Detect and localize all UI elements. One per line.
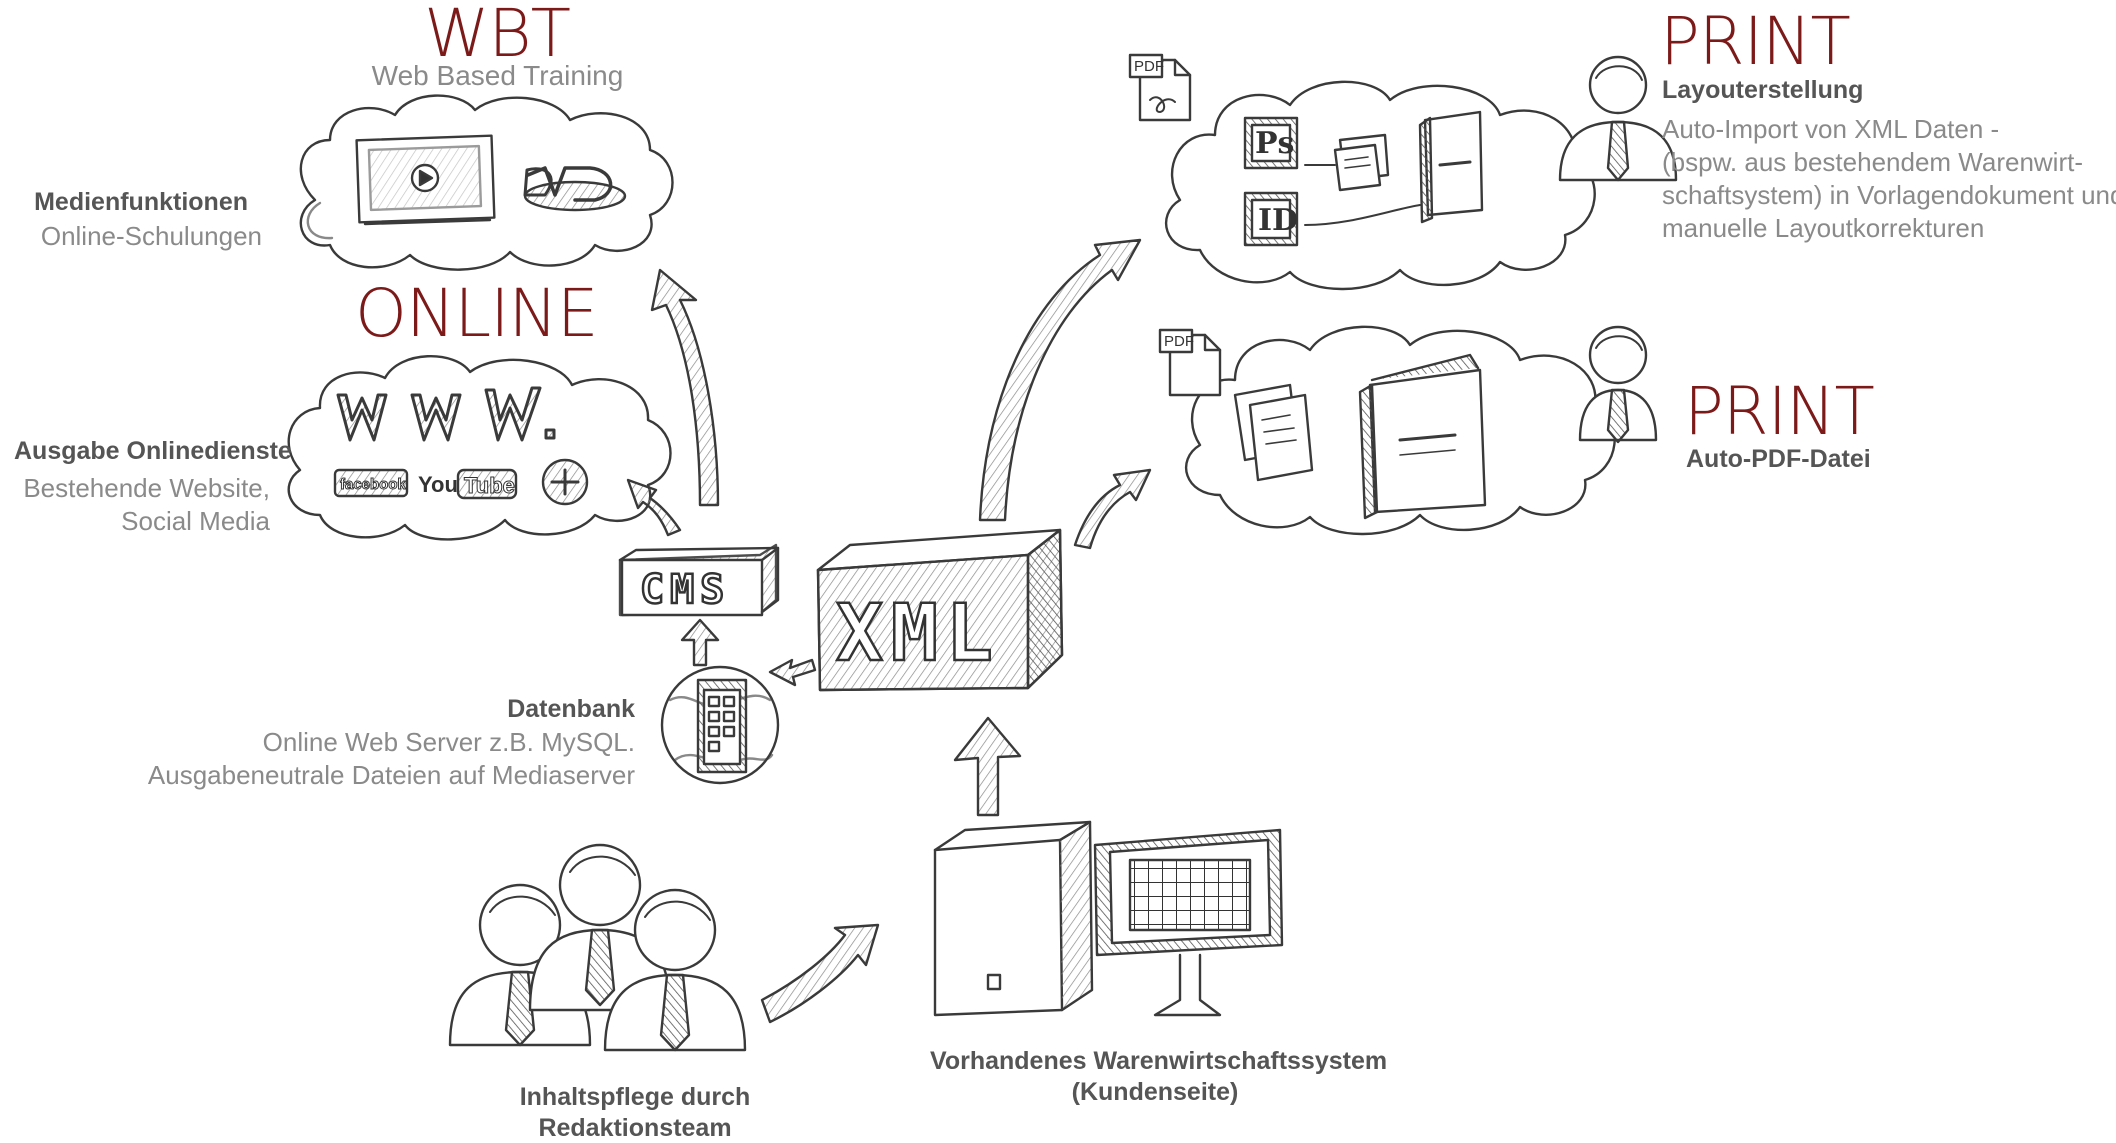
person-icon-print2: [1578, 325, 1658, 444]
video-player-icon: [355, 134, 496, 226]
arrow-team-to-system: [760, 923, 880, 1024]
online-title: ONLINE: [355, 275, 599, 352]
print2-title: PRINT: [1684, 373, 1875, 450]
datenbank-label: Datenbank: [507, 695, 635, 723]
print1-desc-1: Auto-Import von XML Daten -: [1662, 114, 2000, 144]
print1-cloud: [1128, 53, 1596, 291]
computer-system-icon: [933, 820, 1284, 1017]
arrow-xml-to-print1: [978, 238, 1142, 522]
pdf-icon-2: [1158, 328, 1222, 397]
xml-block: [816, 528, 1064, 692]
online-cloud: [287, 355, 672, 541]
ausgabe-desc-1: Bestehende Website,: [23, 473, 270, 503]
system-label-1: Vorhandenes Warenwirtschaftssystem: [930, 1047, 1388, 1075]
wbt-subtitle: Web Based Training: [371, 60, 624, 91]
pdf-icon: [1128, 53, 1192, 122]
database-globe: [660, 665, 780, 785]
team-icon: [448, 843, 747, 1052]
team-label-1: Inhaltspflege durch: [519, 1083, 751, 1111]
document-stack-icon-2: [1233, 383, 1314, 482]
print1-desc-4: manuelle Layoutkorrekturen: [1662, 213, 1985, 243]
brochure-icon-2: [1358, 353, 1487, 520]
social-icons: [333, 458, 589, 506]
person-icon-print1: [1558, 55, 1678, 182]
medien-label: Medienfunktionen: [34, 188, 248, 216]
document-stack-icon: [1333, 133, 1390, 192]
wbt-title: WBT: [424, 0, 571, 72]
www-icon: [336, 386, 556, 442]
arrow-online-to-wbt: [650, 268, 720, 507]
medien-desc: Online-Schulungen: [40, 221, 262, 251]
dvd-icon: [523, 166, 627, 212]
pdf-label: PDF: [1134, 58, 1164, 75]
print2-cloud: [1158, 325, 1616, 536]
cms-text: CMS: [640, 567, 730, 613]
social-facebook: facebook: [340, 476, 407, 493]
arrow-xml-to-print2: [1073, 468, 1152, 550]
arrow-xml-to-db: [768, 658, 817, 687]
photoshop-icon: [1243, 116, 1299, 170]
id-label: ID: [1258, 203, 1298, 238]
social-you: You: [418, 472, 458, 497]
arrow-system-to-xml: [953, 716, 1022, 817]
team-label-2: Redaktionsteam: [538, 1114, 732, 1142]
pdf-label-2: PDF: [1164, 333, 1194, 350]
print1-label: Layouterstellung: [1662, 76, 1864, 104]
print1-desc-2: (bspw. aus bestehendem Warenwirt-: [1662, 147, 2084, 177]
indesign-icon: [1243, 191, 1299, 247]
social-tube: Tube: [464, 473, 515, 498]
arrow-cms-to-online: [626, 478, 682, 537]
wbt-cloud: [299, 94, 674, 271]
ausgabe-desc-2: Social Media: [121, 506, 270, 536]
datenbank-desc-2: Ausgabeneutrale Dateien auf Mediaserver: [147, 760, 635, 790]
arrow-db-to-cms: [680, 618, 720, 667]
xml-text: XML: [836, 589, 1001, 679]
print1-desc-3: schaftsystem) in Vorlagendokument und: [1662, 180, 2116, 210]
brochure-icon: [1418, 110, 1484, 224]
ausgabe-label: Ausgabe Onlinedienste: [14, 437, 292, 465]
system-label-2: (Kundenseite): [1071, 1078, 1239, 1106]
ps-label: Ps: [1255, 126, 1294, 161]
print1-title: PRINT: [1660, 3, 1851, 80]
datenbank-desc-1: Online Web Server z.B. MySQL.: [262, 727, 635, 757]
cms-box: [618, 543, 780, 617]
print2-label: Auto-PDF-Datei: [1686, 445, 1871, 473]
